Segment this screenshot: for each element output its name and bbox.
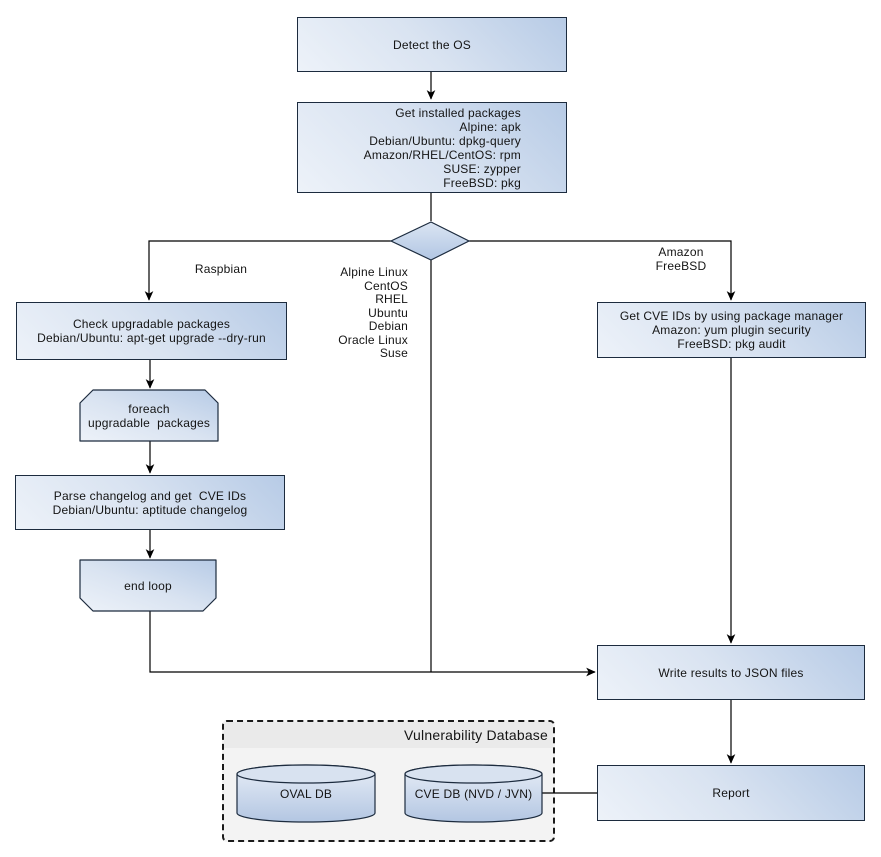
foreach-loop-shape [79,389,219,442]
node-report: Report [597,765,865,821]
end-loop-shape [79,559,217,612]
node-get-installed-packages: Get installed packages Alpine: apk Debia… [297,102,567,193]
node-detect-os: Detect the OS [297,17,567,72]
vulnerability-database-container: Vulnerability Database [222,720,555,842]
node-write-results-json: Write results to JSON files [597,645,865,700]
foreach-loop-label: foreach upgradable packages [87,401,211,430]
node-get-cve-ids: Get CVE IDs by using package manager Ama… [597,302,866,358]
os-decision-diamond [389,221,471,261]
edge-endloop-to-write [149,611,596,677]
vulnerability-database-title: Vulnerability Database [224,722,553,748]
edge-label-raspbian: Raspbian [194,262,248,276]
end-loop-label: end loop [124,578,172,593]
node-check-upgradable-packages: Check upgradable packages Debian/Ubuntu:… [16,302,287,360]
edge-label-middle-os-list: Alpine Linux CentOS RHEL Ubuntu Debian O… [338,265,408,360]
edge-label-amazon-freebsd: Amazon FreeBSD [655,245,707,273]
node-parse-changelog: Parse changelog and get CVE IDs Debian/U… [15,475,285,530]
